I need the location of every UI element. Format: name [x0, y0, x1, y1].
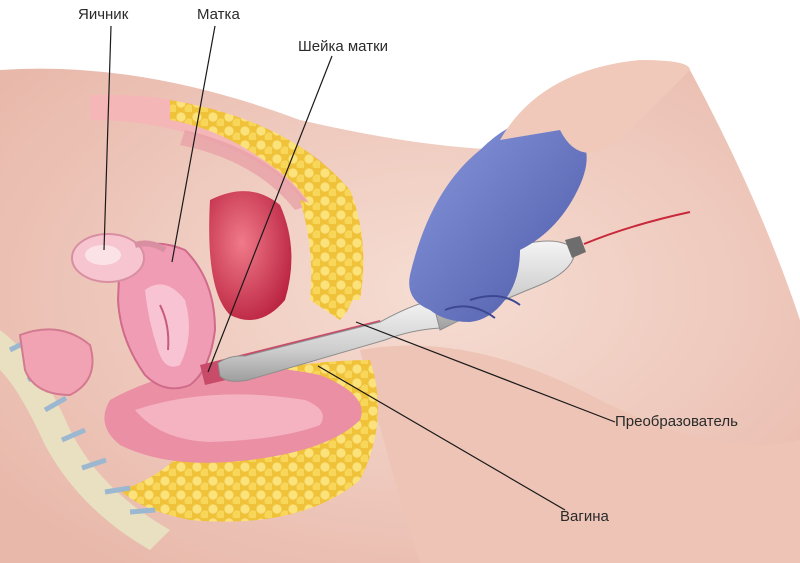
probe-cable	[583, 211, 691, 245]
label-uterus: Матка	[197, 6, 240, 23]
label-vagina: Вагина	[560, 508, 609, 525]
gloved-hand	[409, 118, 587, 322]
thigh	[360, 345, 800, 563]
bladder	[209, 191, 292, 320]
label-cervix: Шейка матки	[298, 38, 389, 55]
label-ovary: Яичник	[78, 6, 129, 23]
fat-layer-right	[300, 200, 356, 320]
label-transducer: Преобразователь	[615, 413, 738, 430]
leader-lines	[103, 25, 616, 511]
intestine	[18, 328, 94, 397]
